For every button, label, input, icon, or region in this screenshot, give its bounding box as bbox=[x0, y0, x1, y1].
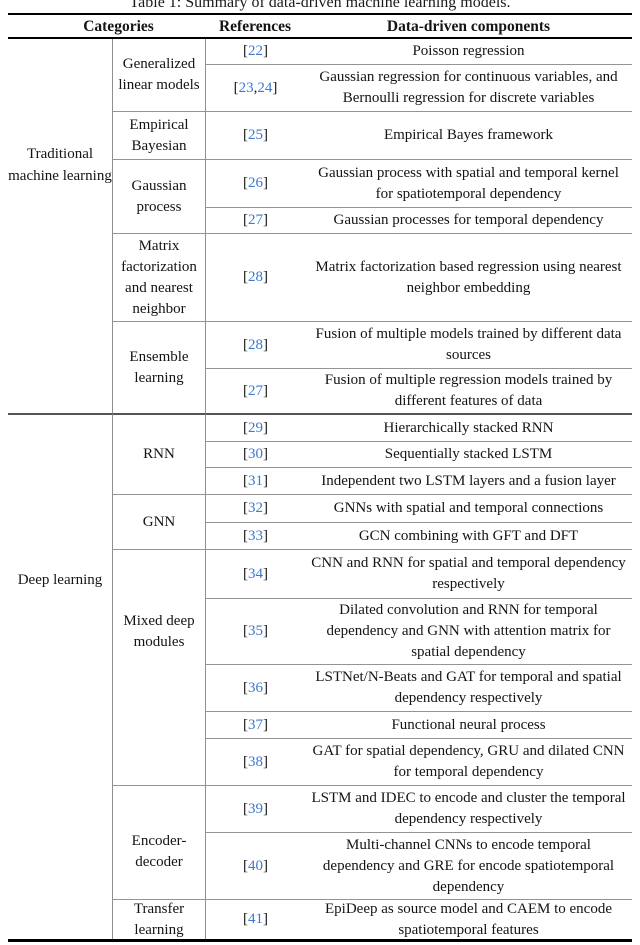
reference-cell: [33] bbox=[205, 522, 305, 549]
citation-link[interactable]: 28 bbox=[248, 269, 263, 285]
citation-link[interactable]: 37 bbox=[248, 716, 263, 733]
subcategory-label: Matrix factorization and nearest neighbo… bbox=[121, 237, 197, 317]
citation-link[interactable]: 39 bbox=[248, 800, 263, 817]
citation-link[interactable]: 22 bbox=[248, 43, 263, 59]
component-cell: GNNs with spatial and temporal connectio… bbox=[305, 494, 632, 522]
component-cell: LSTM and IDEC to encode and cluster the … bbox=[305, 785, 632, 832]
reference-cell: [38] bbox=[205, 738, 305, 785]
citation-link[interactable]: 31 bbox=[248, 472, 263, 489]
reference-cell: [29] bbox=[205, 413, 305, 441]
component-cell: Gaussian regression for continuous varia… bbox=[305, 64, 632, 111]
citation-link[interactable]: 30 bbox=[248, 446, 263, 462]
component-cell: GAT for spatial dependency, GRU and dila… bbox=[305, 738, 632, 785]
component-cell: Multi-channel CNNs to encode temporal de… bbox=[305, 832, 632, 899]
col-header-components: Data-driven components bbox=[386, 17, 551, 35]
component-cell: EpiDeep as source model and CAEM to enco… bbox=[305, 899, 632, 939]
header-rule bbox=[8, 37, 632, 39]
reference-cell: [30] bbox=[205, 441, 305, 467]
subcategory-cell: Gaussian process bbox=[112, 159, 205, 233]
subcategory-label: Encoder-decoder bbox=[131, 833, 187, 870]
component-cell: Sequentially stacked LSTM bbox=[305, 441, 632, 467]
citation-link[interactable]: 23 bbox=[238, 79, 254, 96]
citation-link[interactable]: 40 bbox=[248, 857, 263, 874]
reference-cell: [22] bbox=[205, 39, 305, 64]
table-title: Table 1: Summary of data-driven machine … bbox=[129, 0, 511, 11]
table: Categories References Data-driven compon… bbox=[8, 13, 632, 942]
category-cell: Traditional machine learning bbox=[8, 39, 112, 413]
col-header-references: References bbox=[218, 17, 291, 35]
subcategory-label: RNN bbox=[143, 446, 175, 462]
component-cell: Dilated convolution and RNN for temporal… bbox=[305, 598, 632, 664]
component-cell: Empirical Bayes framework bbox=[305, 111, 632, 159]
component-cell: Independent two LSTM layers and a fusion… bbox=[305, 467, 632, 494]
reference-cell: [28] bbox=[205, 321, 305, 368]
citation-link[interactable]: 24 bbox=[257, 79, 273, 96]
reference-cell: [25] bbox=[205, 111, 305, 159]
subcategory-label: Ensemble learning bbox=[129, 348, 189, 386]
subcategory-label: Transfer learning bbox=[133, 900, 185, 938]
subcategory-label: Gaussian process bbox=[131, 177, 187, 215]
citation-link[interactable]: 26 bbox=[248, 175, 263, 191]
subcategory-cell: RNN bbox=[112, 413, 205, 494]
citation-link[interactable]: 38 bbox=[248, 753, 263, 770]
reference-cell: [35] bbox=[205, 598, 305, 664]
subcategory-cell: Encoder-decoder bbox=[112, 785, 205, 899]
category-label: Deep learning bbox=[17, 572, 103, 588]
reference-cell: [40] bbox=[205, 832, 305, 899]
reference-cell: [23, 24] bbox=[205, 64, 305, 111]
citation-link[interactable]: 32 bbox=[248, 500, 263, 516]
bottom-rule bbox=[8, 939, 632, 942]
component-cell: Functional neural process bbox=[305, 711, 632, 738]
reference-cell: [41] bbox=[205, 899, 305, 939]
reference-cell: [34] bbox=[205, 549, 305, 598]
reference-cell: [39] bbox=[205, 785, 305, 832]
subcategory-cell: Transfer learning bbox=[112, 899, 205, 939]
component-cell: LSTNet/N-Beats and GAT for temporal and … bbox=[305, 664, 632, 711]
table-header: Categories References Data-driven compon… bbox=[8, 15, 632, 37]
component-cell: Poisson regression bbox=[412, 43, 525, 59]
component-cell: CNN and RNN for spatial and temporal dep… bbox=[305, 549, 632, 598]
subcategory-cell: Ensemble learning bbox=[112, 321, 205, 413]
category-cell: Deep learning bbox=[8, 413, 112, 939]
component-cell: Hierarchically stacked RNN bbox=[305, 413, 632, 441]
component-cell: Gaussian process with spatial and tempor… bbox=[305, 159, 632, 207]
subcategory-label: Generalized linear models bbox=[118, 56, 200, 93]
subcategory-cell: GNN bbox=[112, 494, 205, 549]
col-header-categories: Categories bbox=[83, 17, 154, 35]
subcategory-label: Empirical Bayesian bbox=[129, 116, 189, 154]
component-cell: Fusion of multiple models trained by dif… bbox=[305, 321, 632, 368]
citation-link[interactable]: 41 bbox=[248, 911, 263, 927]
subcategory-cell: Generalized linear models bbox=[112, 39, 205, 111]
citation-link[interactable]: 33 bbox=[248, 527, 263, 544]
reference-cell: [28] bbox=[205, 233, 305, 321]
citation-link[interactable]: 25 bbox=[248, 127, 263, 143]
table-body: Traditional machine learning Generalized … bbox=[8, 39, 632, 939]
reference-cell: [36] bbox=[205, 664, 305, 711]
reference-cell: [26] bbox=[205, 159, 305, 207]
citation-link[interactable]: 34 bbox=[248, 565, 263, 582]
component-cell: GCN combining with GFT and DFT bbox=[305, 522, 632, 549]
reference-cell: [37] bbox=[205, 711, 305, 738]
citation-link[interactable]: 28 bbox=[248, 336, 263, 353]
component-cell: Matrix factorization based regression us… bbox=[305, 233, 632, 321]
citation-link[interactable]: 36 bbox=[248, 679, 263, 696]
reference-cell: [27] bbox=[205, 207, 305, 233]
citation-link[interactable]: 35 bbox=[248, 623, 263, 639]
component-cell: Fusion of multiple regression models tra… bbox=[305, 368, 632, 413]
reference-cell: [27] bbox=[205, 368, 305, 413]
subcategory-cell: Mixed deep modules bbox=[112, 549, 205, 785]
component-cell: Gaussian processes for temporal dependen… bbox=[305, 207, 632, 233]
reference-cell: [32] bbox=[205, 494, 305, 522]
subcategory-label: GNN bbox=[142, 513, 176, 530]
top-rule bbox=[8, 13, 632, 15]
subcategory-label: Mixed deep modules bbox=[123, 613, 195, 650]
subcategory-cell: Empirical Bayesian bbox=[112, 111, 205, 159]
reference-cell: [31] bbox=[205, 467, 305, 494]
citation-link[interactable]: 29 bbox=[248, 419, 263, 436]
subcategory-cell: Matrix factorization and nearest neighbo… bbox=[112, 233, 205, 321]
category-label: Traditional machine learning bbox=[8, 146, 112, 184]
citation-link[interactable]: 27 bbox=[248, 382, 263, 399]
citation-link[interactable]: 27 bbox=[248, 212, 263, 228]
